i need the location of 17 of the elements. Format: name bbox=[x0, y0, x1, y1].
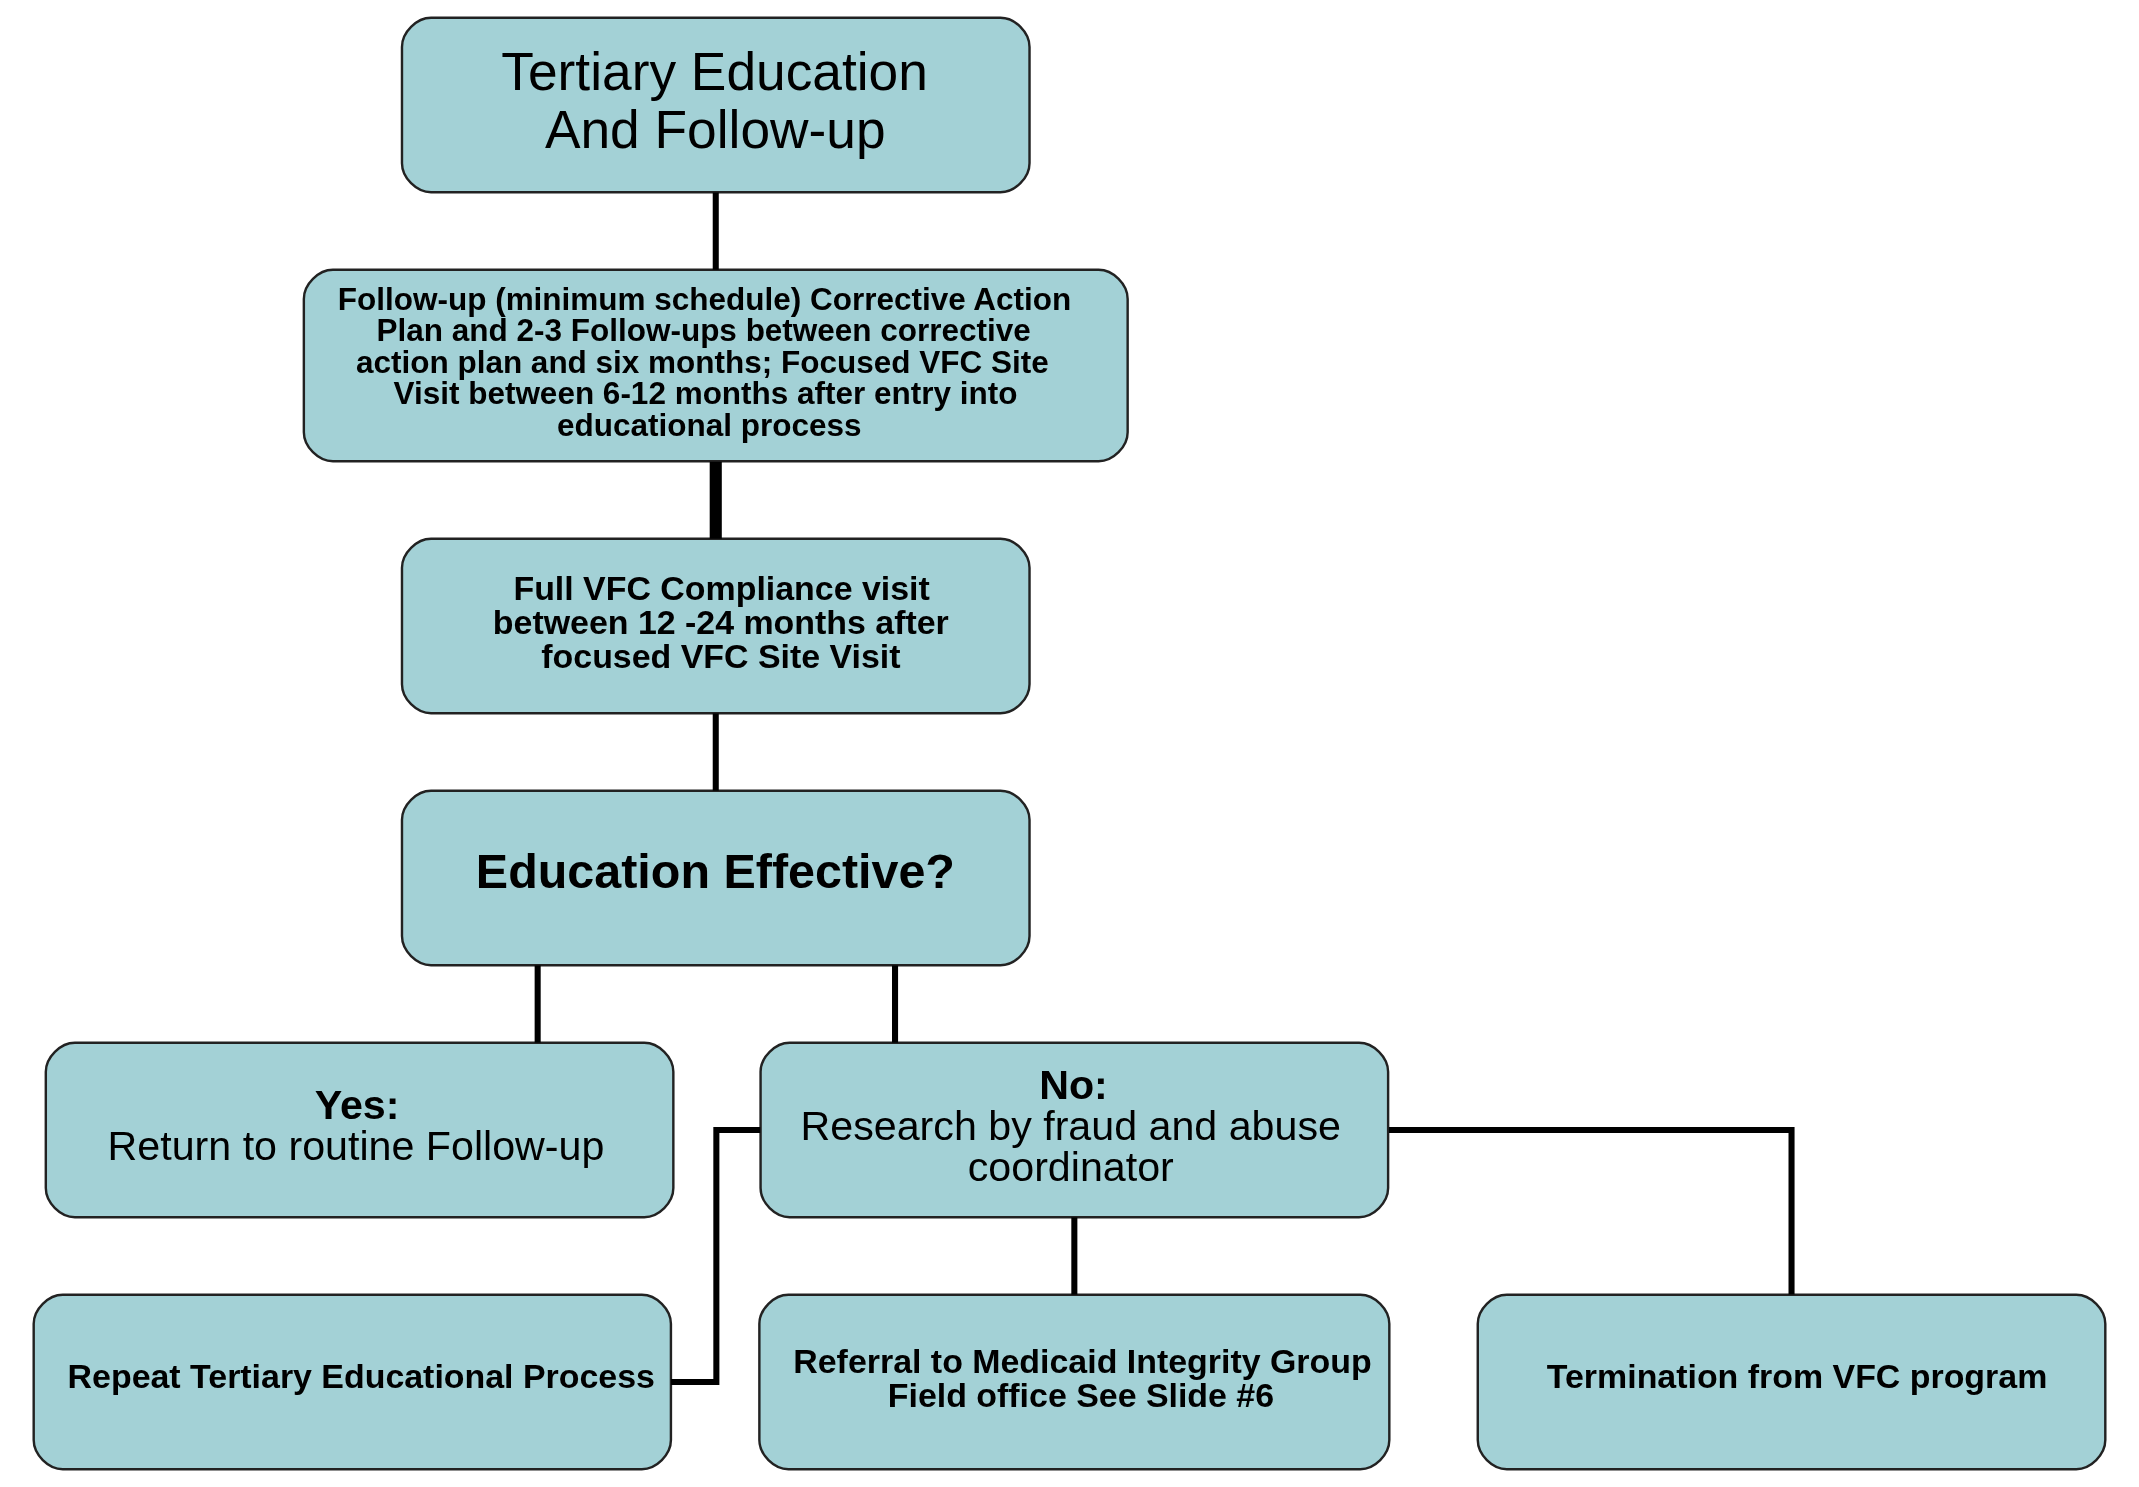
node-box: Full VFC Compliance visit between 12 -24 months after focused VFC Site Visit bbox=[400, 537, 1031, 715]
connector bbox=[670, 1126, 761, 1385]
node-box: Repeat Tertiary Educational Process bbox=[32, 1293, 673, 1471]
node-box: No: Research by fraud and abuse coordinator bbox=[759, 1041, 1390, 1219]
connector bbox=[892, 965, 899, 1043]
connector bbox=[712, 713, 719, 791]
node-box: Yes: Return to routine Follow-up bbox=[44, 1041, 675, 1219]
connector bbox=[709, 461, 722, 539]
node-box: Termination from VFC program bbox=[1476, 1293, 2107, 1471]
node-box: Tertiary Education And Follow-up bbox=[400, 16, 1031, 194]
node-box: Education Effective? bbox=[400, 789, 1031, 967]
connector bbox=[1388, 1126, 1795, 1295]
connector bbox=[1071, 1217, 1078, 1295]
node-box: Follow-up (minimum schedule) Corrective Action Plan and 2-3 Follow-ups between corrective action plan and six months; Focused VFC Site Visit between 6-12 months after entry into educational process bbox=[302, 268, 1129, 463]
connector bbox=[712, 192, 719, 270]
node-box: Referral to Medicaid Integrity Group Field office See Slide #6 bbox=[758, 1293, 1391, 1471]
connector bbox=[534, 965, 541, 1043]
